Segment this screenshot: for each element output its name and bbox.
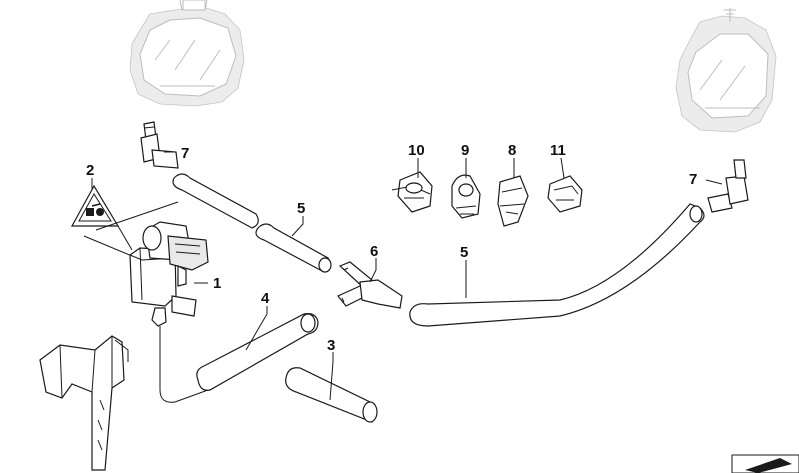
warning-triangle-icon bbox=[86, 203, 104, 216]
callout-5-right: 5 bbox=[460, 244, 468, 261]
label-projection-line bbox=[83, 201, 179, 257]
callout-11: 11 bbox=[550, 142, 566, 159]
clip-9 bbox=[451, 174, 481, 219]
engine-mount-left-ghost bbox=[129, 0, 245, 107]
hose-piece-4 bbox=[196, 313, 319, 391]
warning-label-part bbox=[70, 184, 120, 227]
mounting-bracket bbox=[39, 335, 129, 471]
callout-6: 6 bbox=[370, 243, 378, 260]
callout-4: 4 bbox=[261, 290, 270, 307]
hose-long-right bbox=[409, 203, 705, 327]
hose-segment-upper bbox=[172, 173, 259, 229]
clip-10 bbox=[391, 171, 433, 213]
callout-5-left: 5 bbox=[297, 200, 305, 217]
clip-8 bbox=[497, 175, 529, 227]
elbow-connector-right bbox=[707, 159, 749, 213]
callout-7-left: 7 bbox=[181, 145, 189, 162]
callout-1: 1 bbox=[213, 275, 221, 292]
callout-2: 2 bbox=[86, 162, 94, 179]
callout-3: 3 bbox=[327, 337, 335, 354]
hose-piece-3 bbox=[285, 367, 378, 423]
thin-vacuum-line bbox=[159, 326, 209, 403]
hose-segment-middle bbox=[255, 223, 332, 273]
elbow-connector-left bbox=[140, 121, 179, 169]
engine-mount-right-ghost bbox=[675, 8, 777, 133]
clip-11 bbox=[547, 175, 583, 213]
callout-8: 8 bbox=[508, 142, 516, 159]
leader-lines bbox=[91, 151, 723, 401]
wedge-corner-icon bbox=[731, 454, 799, 473]
vacuum-valve bbox=[129, 221, 209, 327]
callout-7-right: 7 bbox=[689, 171, 697, 188]
tee-connector bbox=[337, 261, 403, 309]
callout-9: 9 bbox=[461, 142, 469, 159]
callout-10: 10 bbox=[408, 142, 425, 159]
